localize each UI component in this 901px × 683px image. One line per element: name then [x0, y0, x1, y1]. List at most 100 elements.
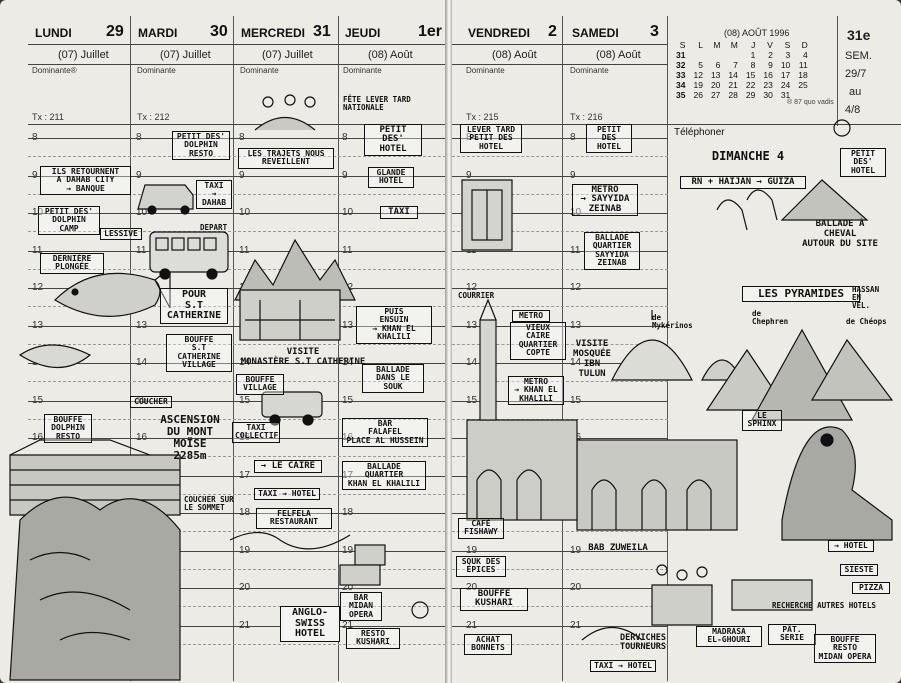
- calendar-day: 24: [780, 80, 791, 90]
- note-box: SIESTE: [840, 564, 878, 577]
- day-number: 1er: [418, 23, 443, 40]
- hour-label: 19: [570, 544, 582, 556]
- note-heading: BAB ZUWEILA: [588, 543, 648, 553]
- note-box: ILS RETOURNENT A DAHAB CITY → BANQUE: [40, 166, 131, 196]
- note-box: LES TRAJETS NOUS REVEILLENT: [238, 148, 334, 169]
- calendar-weekday: D: [801, 40, 808, 50]
- hour-rule: [452, 288, 668, 289]
- hour-label: 13: [342, 319, 354, 331]
- note-box: BAR MIDAN OPERA: [340, 592, 382, 622]
- calendar-week-number: 35: [676, 90, 686, 100]
- day-name: MERCREDI: [241, 26, 306, 40]
- month-label: (07) Juillet: [160, 49, 211, 61]
- half-hour-rule: [28, 306, 446, 307]
- calendar-day: 30: [763, 90, 773, 100]
- hour-label: 18: [239, 507, 251, 518]
- hour-rule: [28, 588, 446, 589]
- note-box: → HOTEL: [828, 540, 874, 553]
- note-box: BOUFFE VILLAGE: [236, 374, 284, 395]
- hour-label: 17: [239, 469, 251, 481]
- note-box: PIZZA: [852, 582, 890, 595]
- day-number: 31: [313, 23, 331, 40]
- hour-label: 13: [32, 319, 44, 331]
- half-hour-rule: [28, 193, 446, 195]
- hour-label: 14: [239, 357, 251, 368]
- telephoner-label: Téléphoner: [674, 127, 725, 138]
- month-label: (08) Août: [596, 49, 641, 61]
- note-box: PETIT DES' DOLPHIN CAMP: [38, 206, 100, 236]
- calendar-day: 17: [780, 70, 791, 80]
- note-box: DERNIÈRE PLONGÉE: [40, 253, 104, 274]
- hour-rule: [28, 250, 446, 252]
- dominante-label: Dominante: [240, 66, 279, 75]
- note-heading: DIMANCHE 4: [711, 149, 785, 163]
- week-to: 4/8: [845, 104, 861, 116]
- hour-label: 20: [239, 582, 251, 593]
- hour-rule: [28, 475, 446, 477]
- hour-rule: [28, 213, 446, 214]
- calendar-weekday: M: [713, 40, 721, 50]
- hour-label: 15: [342, 394, 354, 406]
- hour-rule: [452, 550, 668, 552]
- hour-rule: [452, 325, 668, 327]
- half-hour-rule: [28, 531, 446, 532]
- month-label: (08) Août: [492, 49, 537, 61]
- column-divider: [562, 16, 563, 681]
- calendar-week-number: 31: [676, 50, 686, 60]
- calendar-day: 10: [780, 60, 791, 70]
- calendar-day: 13: [710, 70, 721, 80]
- note-box: TAXI COLLECTIF: [232, 422, 280, 443]
- half-hour-rule: [28, 456, 446, 457]
- hour-label: 20: [570, 582, 582, 593]
- hour-rule: [28, 550, 446, 552]
- hour-label: 20: [466, 582, 478, 593]
- half-hour-rule: [28, 493, 446, 495]
- week-au: au: [849, 86, 862, 98]
- half-hour-rule: [28, 418, 446, 420]
- calendar-weekday: L: [698, 40, 703, 50]
- note-box: VIEUX CAIRE QUARTIER COPTE: [510, 322, 566, 360]
- half-hour-rule: [28, 156, 446, 157]
- calendar-day: 23: [763, 80, 773, 90]
- note-box: METRO → SAYYIDA ZEINAB: [572, 184, 638, 217]
- note-box: BALLADE QUARTIER SAYYIDA ZEINAB: [584, 232, 640, 270]
- calendar-day: 29: [745, 90, 756, 100]
- half-hour-rule: [452, 643, 668, 645]
- calendar-day: 20: [710, 80, 721, 90]
- header-rule: [452, 64, 668, 65]
- dominante-label: Dominante: [343, 66, 382, 75]
- hour-label: 15: [239, 394, 251, 406]
- hour-label: 21: [466, 619, 478, 631]
- note-box: GLANDE HOTEL: [368, 167, 414, 188]
- hour-label: 9: [466, 169, 472, 181]
- hour-label: 10: [239, 207, 251, 218]
- note-box: METRO: [512, 310, 550, 323]
- hour-label: 10: [570, 207, 582, 218]
- half-hour-rule: [452, 381, 668, 382]
- hour-label: 12: [466, 282, 478, 293]
- note-heading: VISITE MOSQUÉE IBN TULUN: [573, 339, 611, 379]
- day-number: 3: [650, 23, 659, 40]
- month-label: (07) Juillet: [58, 49, 109, 61]
- note-box: TAXI → HOTEL: [254, 488, 320, 501]
- note-box: BAR FALAFEL PLACE AL HUSSEIN: [342, 418, 428, 448]
- note-box: METRO → KHAN EL KHALILI: [508, 376, 564, 406]
- note-box: BOUFFE KUSHARI: [460, 588, 528, 611]
- hour-rule: [28, 438, 446, 439]
- half-hour-rule: [28, 643, 446, 645]
- hour-label: 9: [239, 169, 245, 181]
- half-hour-rule: [452, 306, 668, 307]
- hour-label: 13: [570, 319, 582, 331]
- half-hour-rule: [28, 268, 446, 270]
- day-name: VENDREDI: [468, 26, 531, 40]
- calendar-day: 18: [798, 70, 808, 80]
- tx-label: Tx : 212: [137, 112, 170, 122]
- note-box: PETIT DES' DOLPHIN RESTO: [172, 131, 230, 161]
- note-box: BALLADE QUARTIER KHAN EL KHALILI: [342, 461, 426, 491]
- half-hour-rule: [452, 268, 668, 270]
- note-box: PETIT DES' HOTEL: [364, 124, 422, 157]
- hour-label: 19: [466, 544, 478, 556]
